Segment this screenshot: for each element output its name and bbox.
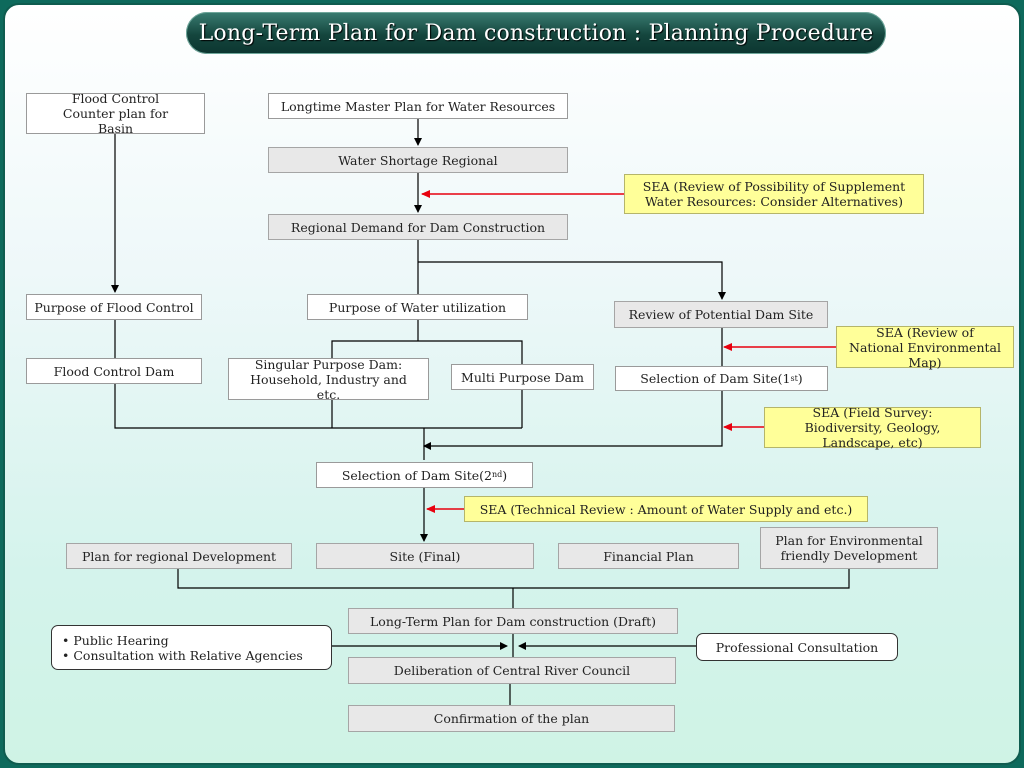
deliberation-box: Deliberation of Central River Council (348, 657, 676, 684)
sea-field-survey-box: SEA (Field Survey: Biodiversity, Geology… (764, 405, 981, 450)
confirmation-box: Confirmation of the plan (348, 705, 675, 732)
financial-plan-box: Financial Plan (558, 543, 739, 569)
public-hearing-item: Public Hearing (62, 633, 303, 648)
water-shortage-box: Water Shortage Regional (268, 147, 568, 173)
arrow-demand-to-review (418, 261, 726, 300)
multi-purpose-dam-box: Multi Purpose Dam (451, 364, 594, 390)
line-purpose-branch (331, 340, 523, 364)
agency-consultation-item: Consultation with Relative Agencies (62, 648, 302, 663)
line-final-row-merge (177, 569, 850, 589)
professional-consultation-box: Professional Consultation (696, 633, 898, 661)
purpose-flood-control-box: Purpose of Flood Control (26, 294, 202, 320)
public-hearing-box: Public Hearing Consultation with Relativ… (51, 625, 332, 670)
sea-alternatives-box: SEA (Review of Possibility of Supplement… (624, 174, 924, 214)
purpose-water-utilization-box: Purpose of Water utilization (307, 294, 528, 320)
regional-demand-box: Regional Demand for Dam Construction (268, 214, 568, 240)
flood-control-dam-box: Flood Control Dam (26, 358, 202, 384)
arrow-selection1-to-selection2 (423, 391, 723, 450)
selection1-close: ) (797, 371, 803, 386)
sea-technical-review-box: SEA (Technical Review : Amount of Water … (464, 496, 868, 522)
singular-purpose-dam-box: Singular Purpose Dam: Household, Industr… (228, 357, 429, 402)
master-plan-box: Longtime Master Plan for Water Resources (268, 93, 568, 119)
review-potential-site-box: Review of Potential Dam Site (614, 301, 828, 328)
flood-control-basin-box: Flood Control Counter plan for Basin (26, 91, 205, 136)
environmental-development-box: Plan for Environmental friendly Developm… (760, 527, 938, 569)
regional-development-box: Plan for regional Development (66, 543, 292, 569)
sea-national-map-box: SEA (Review of National Environmental Ma… (836, 325, 1014, 370)
selection2-close: ) (502, 467, 508, 483)
line-flooddam-merge (114, 384, 522, 429)
draft-plan-box: Long-Term Plan for Dam construction (Dra… (348, 608, 678, 634)
selection2-label: Selection of Dam Site(2 (341, 467, 492, 483)
site-final-box: Site (Final) (316, 543, 534, 569)
page-title: Long-Term Plan for Dam construction : Pl… (186, 12, 886, 54)
selection1-label: Selection of Dam Site(1 (640, 371, 791, 386)
